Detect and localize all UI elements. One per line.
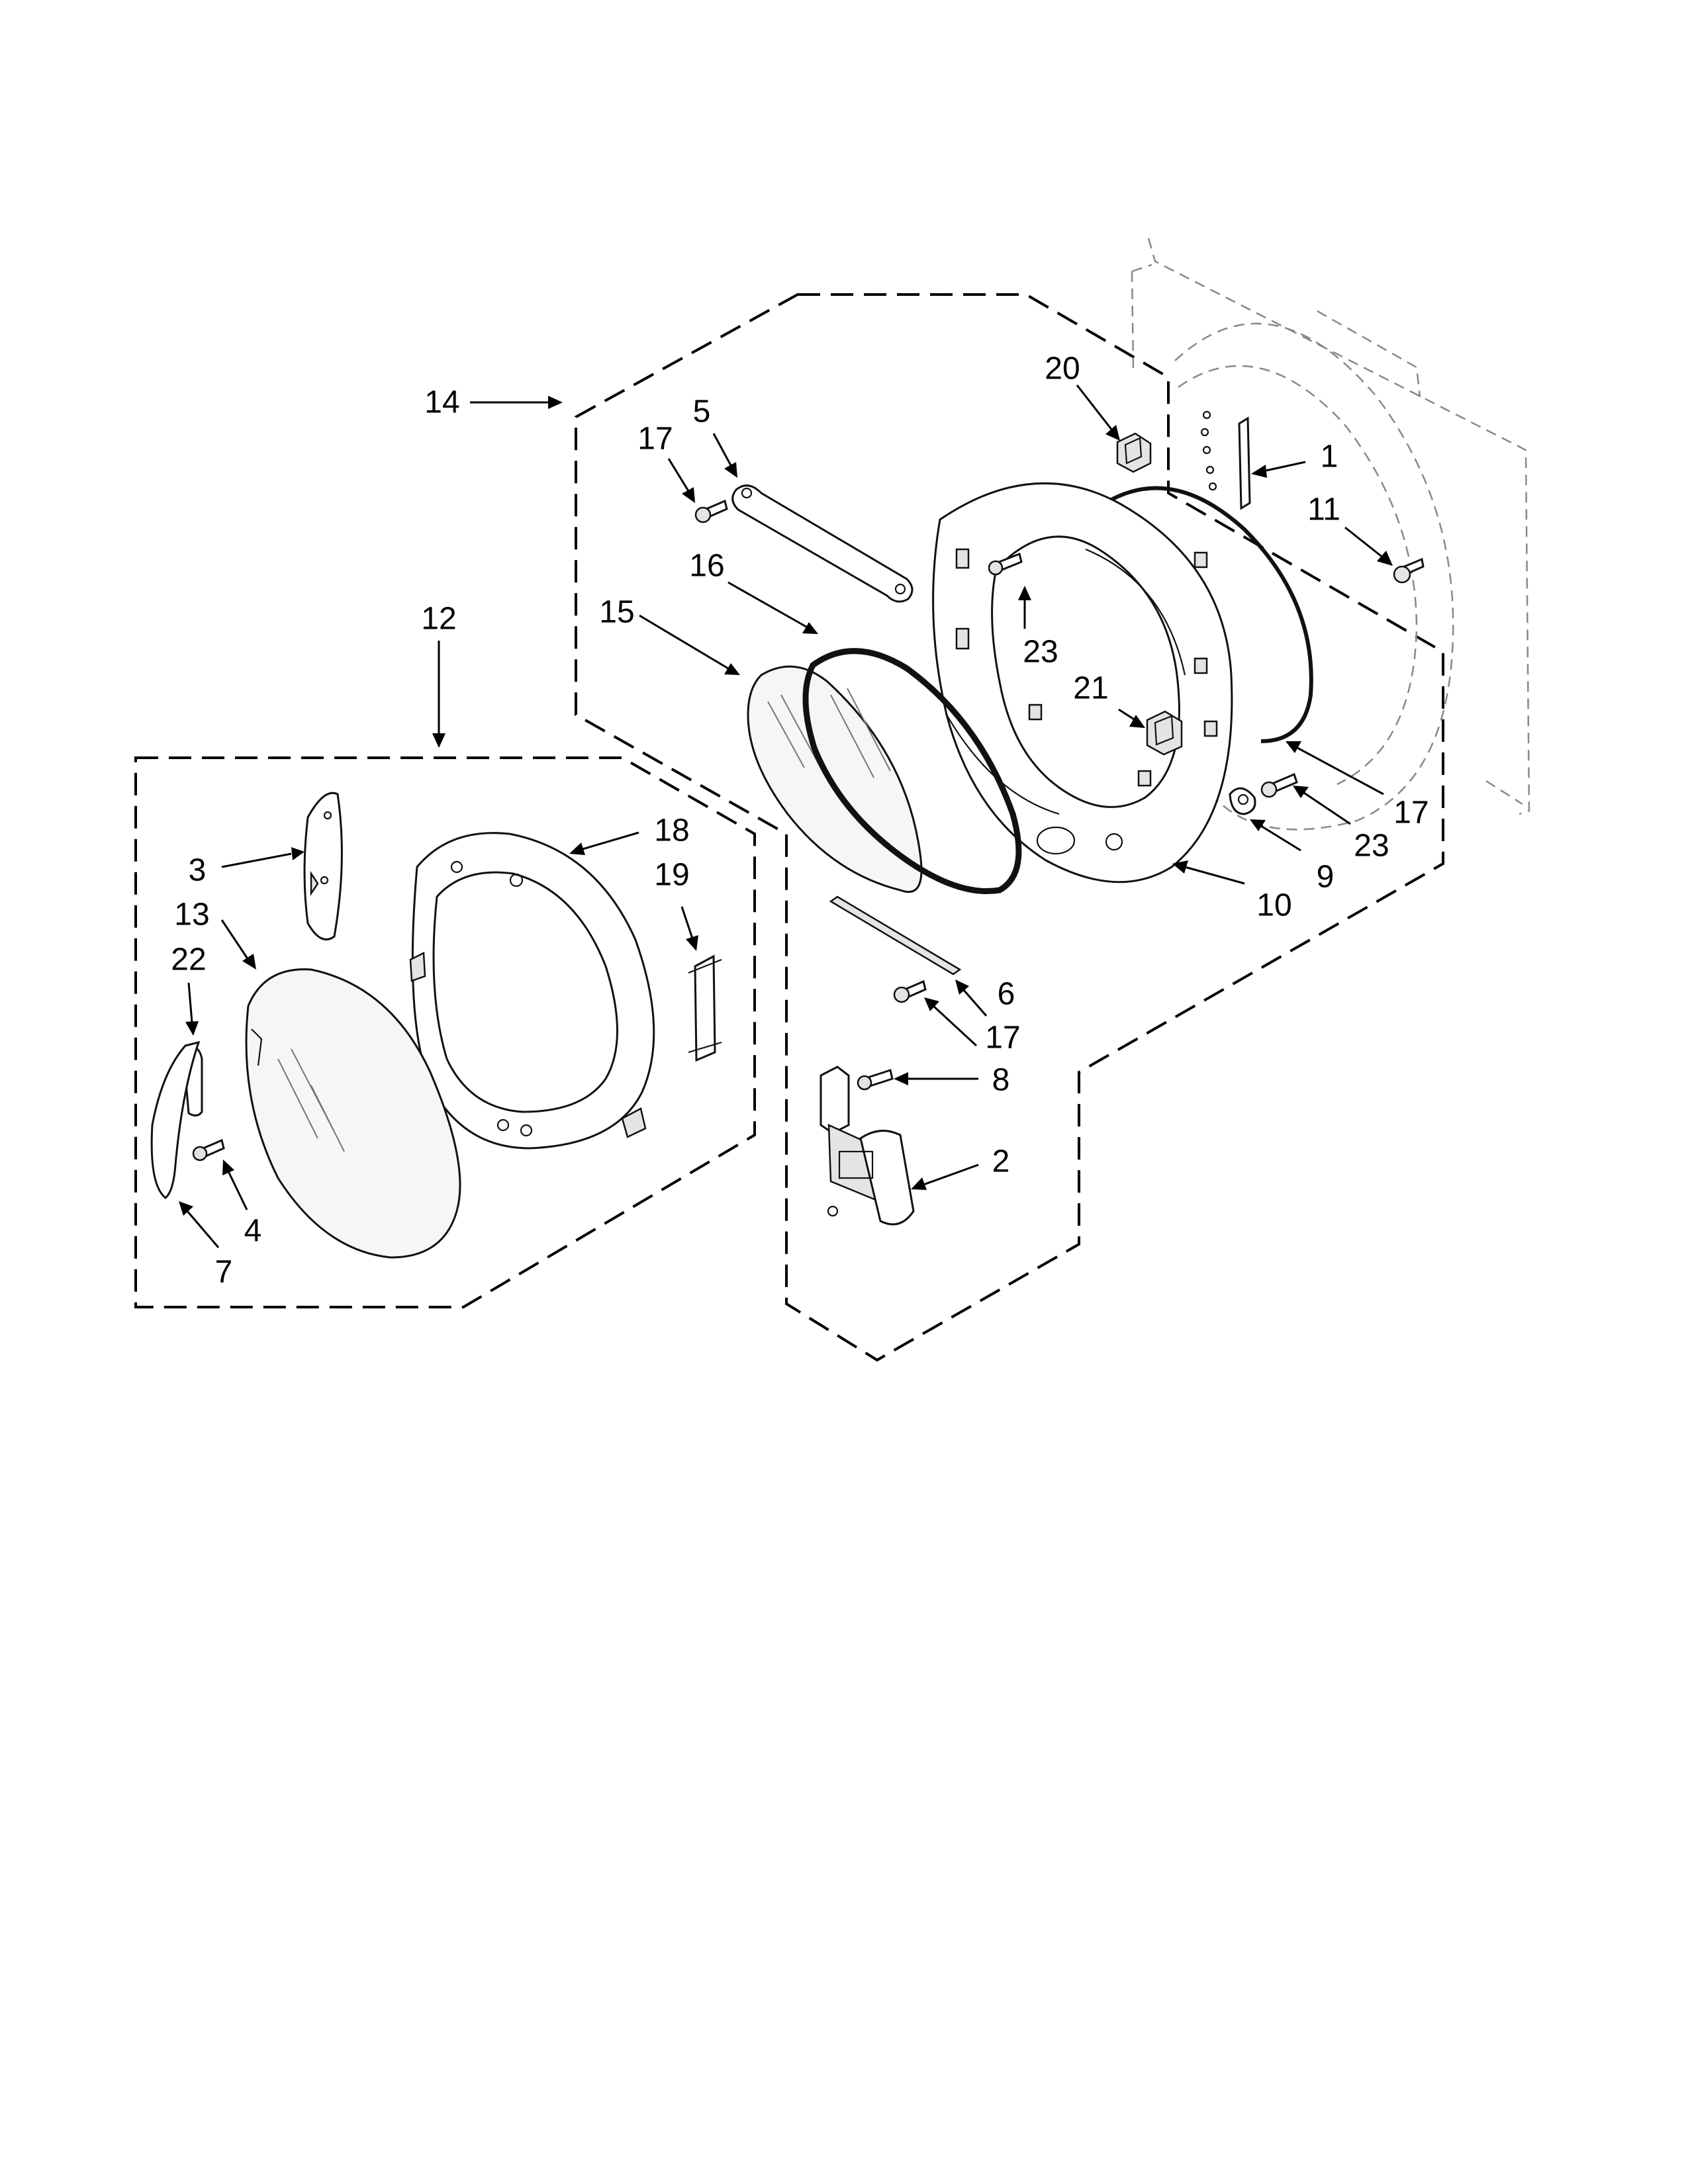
callout-20: 19 [654,858,689,893]
part-17-screw-lower [893,979,927,1003]
part-19-door-outer-ring [409,832,655,1150]
callout-22-lower: 21 [1073,671,1108,706]
callout-15: 15 [599,595,634,630]
callout-10: 10 [1256,888,1291,923]
part-10-front-panel [932,482,1233,884]
callout-eight: 8 [992,1063,1010,1098]
part-5-hinge-arm [731,484,914,603]
callout-21: 22 [171,942,206,978]
part-6-hinge-bar [829,895,962,976]
callout-23-lower: 23 [1354,829,1389,864]
part-8-screw [857,1069,894,1091]
part-1-vent-strip [1200,410,1251,510]
callout-3: 3 [189,853,207,888]
callout-2: 2 [992,1144,1010,1179]
part-23-screw-lower [1260,772,1298,798]
part-17-screw-upper [694,499,728,523]
callout-16: 16 [689,549,724,584]
callout-6: 6 [998,977,1015,1012]
part-3-hinge-cover [303,792,343,940]
callout-17-lower-shown-text: 17 [985,1021,1020,1056]
part-4-screw [192,1138,225,1161]
callout-4: 4 [244,1214,262,1249]
part-18-front-seal [1104,486,1313,743]
callout-13: 13 [174,897,209,933]
part-23-screw-upper [988,552,1023,576]
leader-lines [179,385,1393,1248]
part-15-inner-glass [747,665,923,893]
callout-labels: 20 5 17 1 11 14 16 15 12 23 21 17 23 9 1… [171,351,1429,1290]
assembly-frame-14 [575,293,1444,1362]
callout-14: 14 [424,385,459,420]
callout-11: 11 [1307,492,1340,527]
assembly-frame-12 [134,756,756,1308]
part-11-screw [1393,557,1425,584]
part-22-strike-lower [1146,710,1183,756]
callout-5: 5 [693,394,711,430]
part-2-latch-assembly [820,1066,915,1226]
callout-17-upper: 17 [637,422,673,457]
callout-12: 12 [421,602,456,637]
callout-9: 9 [1317,860,1335,895]
callout-23-upper: 23 [1023,635,1058,670]
callout-19: 18 [654,813,689,848]
part-20-door-bracket [688,954,722,1062]
part-7-door-handle [150,1040,201,1199]
part-13-outer-door [245,968,461,1259]
part-9-clip [1229,787,1256,815]
callout-1: 1 [1321,439,1338,475]
dryer-cabinet-outline [1131,238,1530,831]
callout-7: 7 [215,1255,233,1290]
part-16-door-gasket [802,648,1022,895]
part-22-strike-upper [1116,432,1152,473]
callout-22-upper: 20 [1045,351,1080,387]
callout-18: 17 [1393,796,1429,831]
